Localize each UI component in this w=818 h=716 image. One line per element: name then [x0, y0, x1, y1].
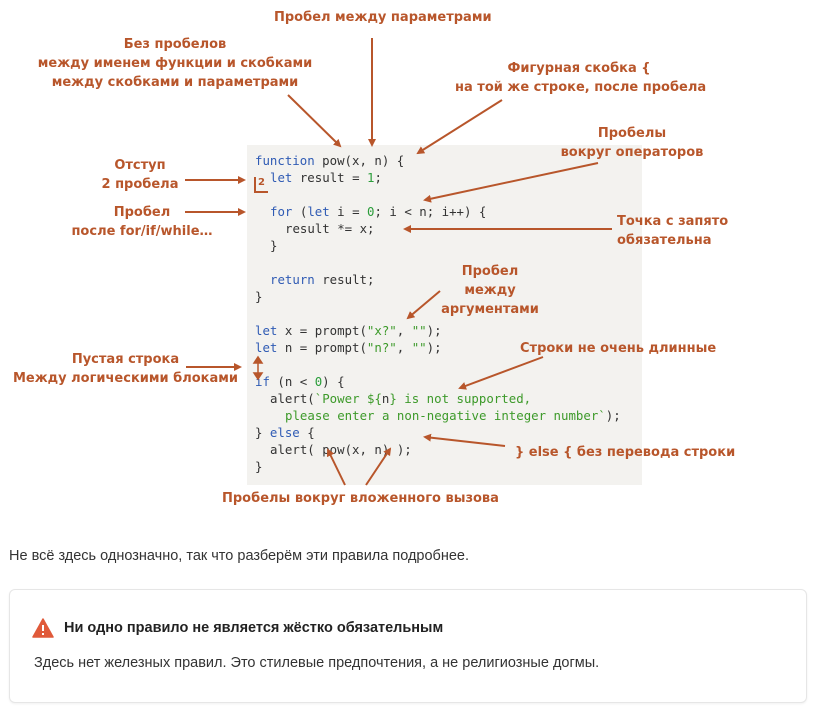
annotation-line: между скобками и параметрами	[51, 75, 299, 90]
code-text: ;	[374, 170, 382, 185]
code-text: (n <	[269, 374, 315, 389]
annotation-blank-line: Пустая строка Между логическими блоками	[8, 350, 243, 388]
annotation-line: Пробел	[461, 264, 519, 279]
code-string: ""	[411, 340, 427, 355]
code-line: let result = 1;	[270, 169, 382, 186]
code-line: if (n < 0) {	[255, 373, 345, 390]
annotation-semicolon: Точка с запято обязательна	[617, 212, 817, 250]
code-text: i =	[329, 204, 368, 219]
indent-badge-label: 2	[258, 177, 265, 188]
annotation-line: Пробелы	[597, 126, 667, 141]
intro-text: Не всё здесь однозначно, так что разберё…	[9, 548, 469, 564]
annotation-line: Точка с запято	[617, 214, 729, 229]
code-text: n	[381, 391, 390, 406]
code-keyword: let	[255, 323, 278, 338]
annotation-line: Фигурная скобка {	[507, 61, 651, 76]
code-line: } else {	[255, 424, 315, 441]
code-text: ,	[396, 340, 412, 355]
annotation-line: между именем функции и скобками	[37, 56, 313, 71]
code-text: n = prompt(	[277, 340, 367, 355]
code-string: "n?"	[366, 340, 397, 355]
code-line: for (let i = 0; i < n; i++) {	[270, 203, 486, 220]
code-line: return result;	[270, 271, 374, 288]
code-text: );	[426, 340, 442, 355]
code-string: `Power ${	[314, 391, 382, 406]
annotation-else: } else { без перевода строки	[515, 445, 736, 460]
annotation-line: на той же строке, после пробела	[455, 80, 707, 95]
annotation-line: Без пробелов	[123, 37, 227, 52]
code-keyword: else	[269, 425, 300, 440]
annotation-no-spaces: Без пробелов между именем функции и скоб…	[20, 35, 330, 92]
annotation-for-if: Пробел после for/if/while…	[62, 203, 222, 241]
code-text: result;	[314, 272, 375, 287]
code-keyword: if	[255, 374, 270, 389]
annotation-args: Пробел между аргументами	[440, 262, 540, 319]
code-line: }	[255, 459, 263, 474]
code-text: alert(	[270, 391, 315, 406]
annotation-line: Пустая строка	[71, 352, 180, 367]
warning-triangle-icon	[32, 618, 54, 638]
annotation-nested-call: Пробелы вокруг вложенного вызова	[222, 491, 499, 506]
annotation-line: аргументами	[441, 302, 539, 317]
annotation-brace: Фигурная скобка { на той же строке, посл…	[455, 59, 707, 97]
code-line: }	[255, 289, 263, 304]
code-line: let n = prompt("n?", "");	[255, 339, 442, 356]
code-block	[247, 145, 642, 485]
indent-badge: 2	[254, 177, 268, 193]
code-text: {	[299, 425, 315, 440]
code-keyword: let	[307, 204, 330, 219]
code-text: );	[426, 323, 442, 338]
annotation-line: после for/if/while…	[71, 224, 213, 239]
code-string: please enter a non-negative integer numb…	[285, 408, 606, 423]
code-text: );	[605, 408, 621, 423]
code-line: function pow(x, n) {	[255, 152, 404, 169]
annotation-line: вокруг операторов	[560, 145, 704, 160]
annotation-line: Отступ	[114, 158, 166, 173]
annotation-indent: Отступ 2 пробела	[95, 156, 185, 194]
code-keyword: function	[255, 153, 315, 168]
code-style-figure: function pow(x, n) { let result = 1; for…	[8, 10, 817, 506]
code-number: 0	[314, 374, 323, 389]
code-text: pow(x, n) {	[314, 153, 405, 168]
code-line: }	[270, 238, 278, 253]
code-line: result *= x;	[285, 221, 375, 236]
code-line: please enter a non-negative integer numb…	[285, 407, 621, 424]
arrow	[287, 94, 342, 148]
annotation-line: Пробел	[113, 205, 171, 220]
code-text: result =	[292, 170, 367, 185]
code-text: x = prompt(	[277, 323, 367, 338]
warning-callout: Ни одно правило не является жёстко обяза…	[9, 589, 807, 703]
code-line: alert( pow(x, n) );	[270, 442, 412, 457]
code-line: alert(`Power ${n} is not supported,	[270, 390, 531, 407]
callout-title: Ни одно правило не является жёстко обяза…	[64, 620, 444, 636]
code-text: (	[292, 204, 308, 219]
code-string: "x?"	[366, 323, 397, 338]
code-text: ) {	[322, 374, 345, 389]
annotation-spaces-between-params: Пробел между параметрами	[274, 10, 492, 25]
code-keyword: let	[255, 340, 278, 355]
annotation-operators: Пробелы вокруг операторов	[552, 124, 712, 162]
annotation-short-lines: Строки не очень длинные	[520, 341, 717, 356]
code-number: 0	[367, 204, 375, 219]
code-string: } is not supported,	[389, 391, 532, 406]
code-text: ,	[396, 323, 412, 338]
annotation-line: Между логическими блоками	[12, 371, 239, 386]
callout-body: Здесь нет железных правил. Это стилевые …	[34, 655, 600, 671]
annotation-line: обязательна	[617, 233, 712, 248]
code-keyword: return	[270, 272, 315, 287]
code-keyword: let	[270, 170, 293, 185]
code-string: ""	[411, 323, 427, 338]
annotation-line: 2 пробела	[101, 177, 179, 192]
annotation-line: между	[464, 283, 516, 298]
code-keyword: for	[270, 204, 293, 219]
code-line: let x = prompt("x?", "");	[255, 322, 442, 339]
code-text: ; i < n; i++) {	[374, 204, 487, 219]
code-number: 1	[367, 170, 375, 185]
code-text: }	[255, 425, 270, 440]
